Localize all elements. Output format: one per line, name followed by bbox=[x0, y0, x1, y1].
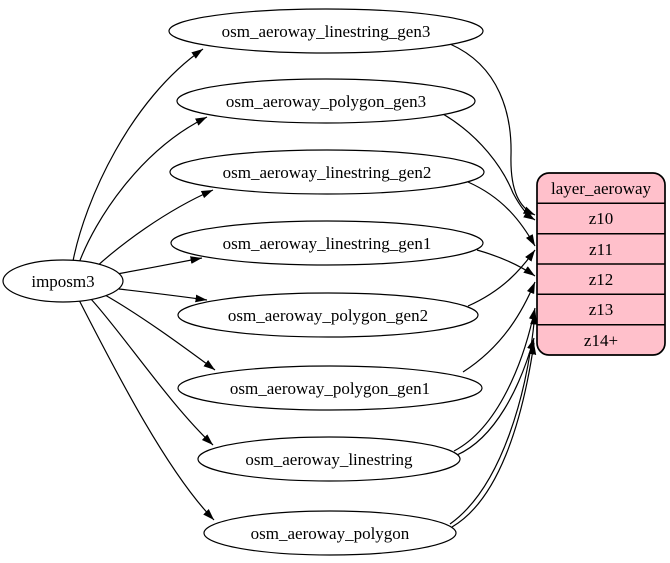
table-label: osm_aeroway_polygon_gen1 bbox=[230, 379, 430, 398]
edge-imposm3-osm_aeroway_linestring bbox=[89, 297, 214, 446]
table-ellipse bbox=[177, 292, 479, 338]
edge-osm_aeroway_linestring_gen2-z11 bbox=[467, 181, 536, 247]
node-osm_aeroway_polygon_gen1: osm_aeroway_polygon_gen1 bbox=[177, 365, 483, 411]
layer-title: layer_aeroway bbox=[551, 179, 652, 198]
edge-imposm3-osm_aeroway_polygon_gen2 bbox=[118, 288, 208, 303]
edge-imposm3-osm_aeroway_linestring_gen1 bbox=[116, 256, 203, 275]
edge-imposm3-osm_aeroway_linestring_gen3 bbox=[72, 48, 204, 262]
layer-row-z11: z11 bbox=[589, 240, 613, 259]
table-ellipse bbox=[169, 149, 485, 195]
table-ellipse bbox=[177, 365, 483, 411]
node-osm_aeroway_linestring_gen3: osm_aeroway_linestring_gen3 bbox=[168, 8, 484, 54]
edges-from-source bbox=[72, 48, 216, 521]
node-imposm3: imposm3 bbox=[2, 259, 124, 303]
node-osm_aeroway_linestring: osm_aeroway_linestring bbox=[197, 436, 461, 482]
edge-osm_aeroway_linestring_gen3-z10 bbox=[449, 43, 536, 216]
edge-imposm3-osm_aeroway_polygon_gen3 bbox=[78, 116, 208, 264]
table-label: osm_aeroway_linestring bbox=[245, 450, 413, 469]
edge-osm_aeroway_linestring_gen1-z12 bbox=[476, 249, 536, 277]
table-ellipse bbox=[197, 436, 461, 482]
edges-to-layer bbox=[442, 43, 538, 528]
node-layer_aeroway: layer_aeroway z10 z11 z12 z13 z14+ bbox=[536, 172, 666, 356]
edge-imposm3-osm_aeroway_polygon_gen1 bbox=[104, 294, 216, 371]
node-osm_aeroway_linestring_gen1: osm_aeroway_linestring_gen1 bbox=[170, 220, 484, 266]
table-ellipse bbox=[203, 510, 457, 556]
node-osm_aeroway_polygon_gen2: osm_aeroway_polygon_gen2 bbox=[177, 292, 479, 338]
edge-osm_aeroway_linestring-z13 bbox=[453, 307, 537, 452]
table-label: osm_aeroway_polygon_gen2 bbox=[228, 306, 428, 325]
edge-osm_aeroway_linestring-z14 bbox=[456, 337, 535, 456]
edge-imposm3-osm_aeroway_linestring_gen2 bbox=[94, 189, 214, 269]
table-label: osm_aeroway_polygon_gen3 bbox=[226, 92, 426, 111]
layer-row-z10: z10 bbox=[589, 209, 614, 228]
table-label: osm_aeroway_polygon bbox=[251, 524, 410, 543]
node-osm_aeroway_polygon_gen3: osm_aeroway_polygon_gen3 bbox=[176, 78, 476, 124]
table-ellipse bbox=[170, 220, 484, 266]
edge-osm_aeroway_polygon-z13 bbox=[449, 312, 538, 525]
layer-row-z13: z13 bbox=[589, 300, 614, 319]
layer-row-z12: z12 bbox=[589, 270, 614, 289]
table-label: osm_aeroway_linestring_gen1 bbox=[223, 234, 432, 253]
edge-osm_aeroway_polygon-z14 bbox=[451, 342, 537, 528]
layer-row-z14: z14+ bbox=[584, 331, 618, 350]
imposm3-ellipse bbox=[2, 259, 124, 303]
table-ellipse bbox=[176, 78, 476, 124]
edge-imposm3-osm_aeroway_polygon bbox=[78, 299, 215, 521]
imposm3-label: imposm3 bbox=[31, 272, 94, 291]
table-label: osm_aeroway_linestring_gen3 bbox=[222, 22, 431, 41]
table-label: osm_aeroway_linestring_gen2 bbox=[223, 163, 432, 182]
edge-osm_aeroway_polygon_gen1-z12 bbox=[462, 281, 536, 373]
edge-osm_aeroway_polygon_gen3-z10 bbox=[442, 113, 536, 221]
table-ellipse bbox=[168, 8, 484, 54]
node-osm_aeroway_polygon: osm_aeroway_polygon bbox=[203, 510, 457, 556]
node-osm_aeroway_linestring_gen2: osm_aeroway_linestring_gen2 bbox=[169, 149, 485, 195]
edge-osm_aeroway_polygon_gen2-z11 bbox=[467, 249, 536, 307]
